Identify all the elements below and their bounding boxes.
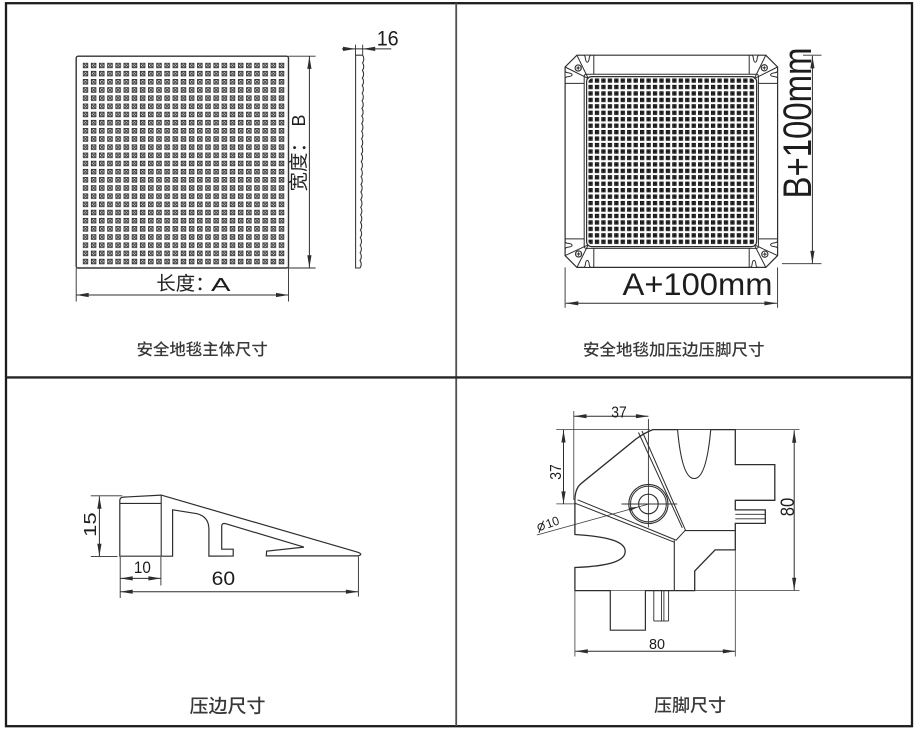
- svg-text:15: 15: [80, 512, 100, 537]
- svg-text:80: 80: [649, 637, 665, 653]
- svg-text:10: 10: [134, 559, 151, 577]
- svg-text:80: 80: [778, 498, 799, 517]
- svg-text:60: 60: [212, 569, 236, 590]
- svg-text:16: 16: [377, 26, 399, 50]
- svg-text:A+100mm: A+100mm: [623, 266, 773, 302]
- svg-text:B+100mm: B+100mm: [776, 48, 820, 199]
- svg-text:A: A: [211, 275, 231, 295]
- svg-text:10: 10: [544, 514, 562, 532]
- svg-text:37: 37: [548, 464, 565, 480]
- svg-text:37: 37: [611, 404, 627, 421]
- svg-text:B: B: [289, 114, 309, 126]
